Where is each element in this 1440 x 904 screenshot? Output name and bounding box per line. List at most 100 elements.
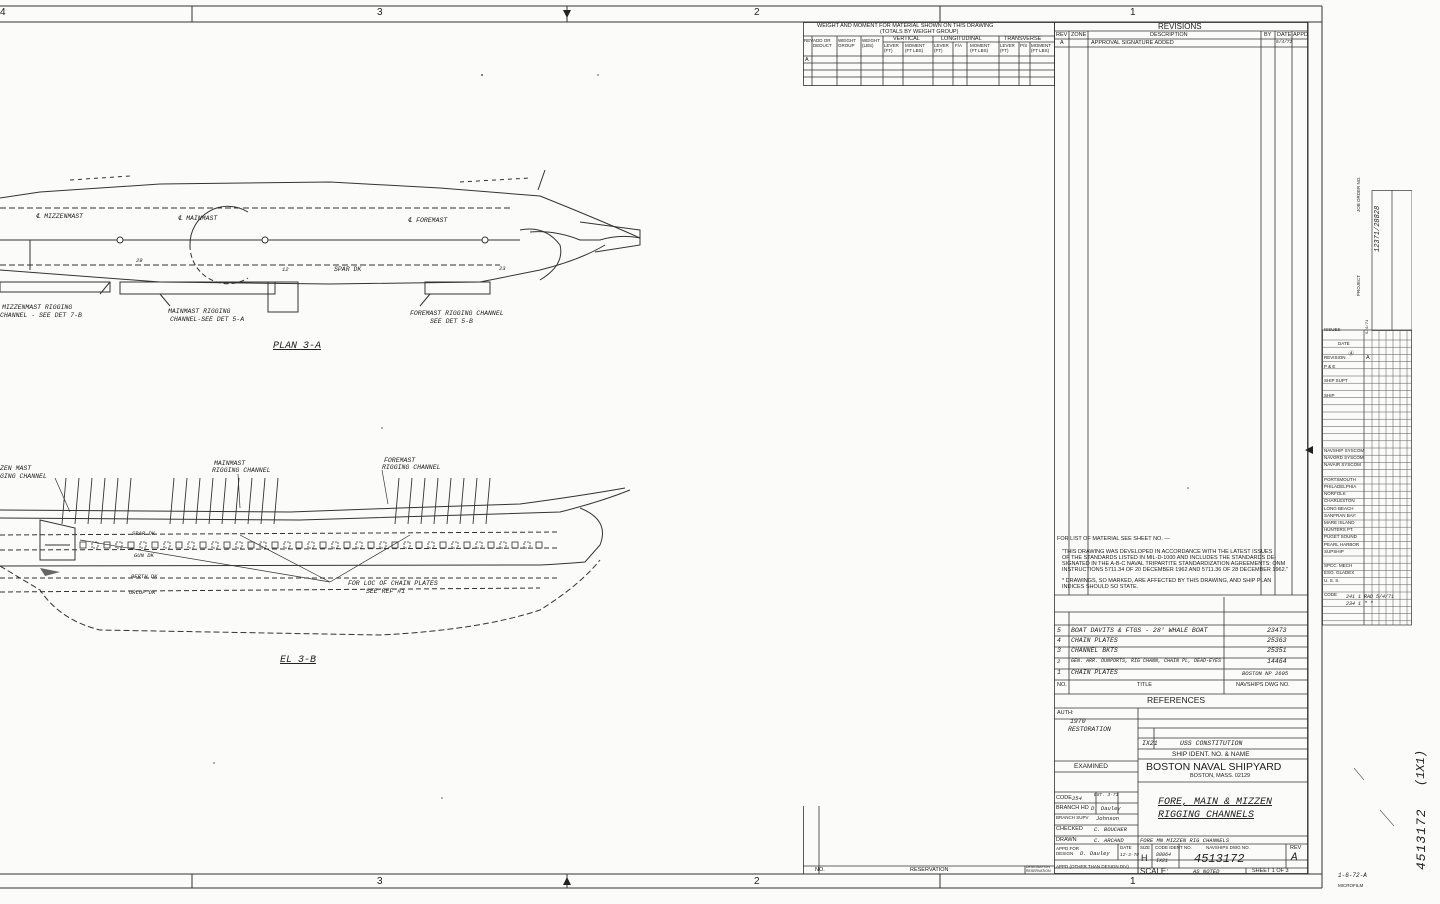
gun-port bbox=[343, 541, 351, 549]
job-order-label: JOB ORDER NO. bbox=[1356, 176, 1361, 212]
gun-port bbox=[391, 541, 399, 549]
gun-port bbox=[319, 541, 327, 549]
reference-no: 3 bbox=[1057, 647, 1061, 654]
code-ident-label: CODE IDENT NO. bbox=[1155, 845, 1192, 850]
weight-table-header: F/A bbox=[955, 43, 963, 48]
zone-label-bottom: 3 bbox=[377, 876, 383, 887]
shroud-line bbox=[126, 477, 132, 525]
gun-port bbox=[115, 541, 123, 549]
auth-value: 1970 bbox=[1070, 718, 1086, 725]
shroud-line bbox=[208, 477, 214, 525]
revision-row-rev: A bbox=[1060, 40, 1064, 46]
revisions-title: REVISIONS bbox=[1158, 22, 1202, 31]
shroud-line bbox=[433, 477, 439, 525]
distribution-ship-supt: SHIP SUPT bbox=[1324, 378, 1348, 383]
reference-title: CHANNEL BKTS bbox=[1071, 647, 1118, 654]
distribution-org-item: HUNTERS PT. bbox=[1324, 527, 1354, 533]
main-channel-callout: MAINMAST RIGGING bbox=[168, 308, 231, 315]
zone-label-bottom: 1 bbox=[1130, 876, 1136, 887]
mainmast-centerline-label: ℄ MAINMAST bbox=[178, 215, 218, 222]
shroud-line bbox=[446, 477, 452, 525]
distribution-org-item: PEARL HARBOR bbox=[1324, 541, 1360, 547]
shroud-line bbox=[459, 477, 465, 525]
gun-port bbox=[79, 541, 87, 549]
distribution-org-item: CHARLESTON bbox=[1324, 498, 1355, 504]
gun-port bbox=[523, 541, 531, 549]
references-header: TITLE bbox=[1137, 682, 1152, 688]
gun-port bbox=[355, 541, 363, 549]
shroud-line bbox=[260, 477, 266, 525]
organization-name: BOSTON NAVAL SHIPYARD bbox=[1146, 761, 1282, 773]
distribution-code-row: 241 1 RAD 5/4/71 bbox=[1346, 594, 1395, 600]
distribution-grid bbox=[1322, 190, 1412, 626]
distribution-org-item: PUGET SOUND bbox=[1324, 534, 1357, 540]
general-note-line: SIGNATED IN THE A-B-C NAVAL TRIPARTITE S… bbox=[1062, 561, 1286, 567]
estimate-label: EST. 3-71 bbox=[1094, 793, 1119, 798]
shroud-line bbox=[182, 477, 188, 525]
scale-value: AS NOTED bbox=[1193, 868, 1220, 875]
revision-row-description: APPROVAL SIGNATURE ADDED bbox=[1091, 40, 1174, 46]
reference-title: CHAIN PLATES bbox=[1071, 637, 1118, 644]
ship-name: USS CONSTITUTION bbox=[1180, 740, 1243, 747]
appd-design-signature: D. Dauley bbox=[1080, 850, 1110, 857]
gun-port bbox=[199, 541, 207, 549]
weight-table-row-rev: A bbox=[805, 57, 809, 63]
examined-label: EXAMINED bbox=[1074, 763, 1108, 770]
issues-revision-mark: Ⓐ bbox=[1348, 350, 1354, 357]
shroud-line bbox=[485, 477, 491, 525]
reference-no: 1 bbox=[1057, 669, 1061, 676]
weight-table-header: REV bbox=[804, 38, 814, 43]
zone-label-top: 2 bbox=[754, 7, 760, 18]
distribution-org-item: ESO. GLADEX bbox=[1324, 570, 1355, 576]
rev-label: REV bbox=[1290, 845, 1302, 851]
reference-title: GEN. ARR. OUNPORTS, RIG CHANN, CHAIN PL,… bbox=[1071, 658, 1222, 664]
rev-value: A bbox=[1291, 852, 1298, 864]
mizzen-channel-callout: CHANNEL - SEE DET 7-B bbox=[0, 312, 82, 319]
checked-signature: C. BOUCHER bbox=[1094, 826, 1128, 833]
auth-value: RESTORATION bbox=[1068, 726, 1111, 733]
references-header: NAVSHIPS DWG NO. bbox=[1236, 682, 1290, 688]
references-heading: REFERENCES bbox=[1147, 695, 1206, 705]
sheet-number: SHEET 1 OF 3 bbox=[1252, 868, 1289, 874]
elevation-view-title: EL 3-B bbox=[280, 655, 317, 666]
distribution-org-item: PORTSMOUTH bbox=[1324, 476, 1356, 482]
revisions-header: DESCRIPTION bbox=[1150, 32, 1188, 38]
job-order-value: 12371/28828 bbox=[1374, 205, 1382, 252]
code-ident-value: 80064 IX21 bbox=[1156, 852, 1172, 864]
project-label: PROJECT bbox=[1356, 274, 1361, 296]
mizzenmast-centerline-label: ℄ MIZZENMAST bbox=[36, 213, 84, 220]
distribution-org-item: NAVSHIP SYSCOM bbox=[1324, 448, 1365, 453]
distribution-org-item: PHILADELPHIA bbox=[1324, 484, 1357, 489]
general-note-line: INDICES SHOULD SO STATE. bbox=[1062, 584, 1139, 590]
title-code: FORE MN MIZZEN RIG CHANNELS bbox=[1140, 837, 1230, 844]
shroud-line bbox=[61, 477, 67, 525]
gun-port bbox=[307, 541, 315, 549]
issues-revision-value: A bbox=[1366, 355, 1370, 361]
organization-city: BOSTON, MASS. 02129 bbox=[1190, 773, 1251, 779]
zone-label-top: 1 bbox=[1130, 7, 1136, 18]
margin-drawing-number: 4513172 bbox=[1414, 808, 1429, 870]
branch-supv-label: BRANCH SUPV bbox=[1056, 815, 1089, 820]
margin-drawing-suffix: (1X1) bbox=[1414, 749, 1428, 786]
branch-supv-signature: Johnson bbox=[1096, 815, 1120, 822]
plan-view-drawing bbox=[0, 170, 641, 313]
gun-port bbox=[439, 541, 447, 549]
weight-table-header: MOMENT (FT LBS) bbox=[1031, 43, 1051, 53]
branch-head-label: BRANCH HD bbox=[1056, 805, 1089, 811]
gun-port bbox=[211, 541, 219, 549]
weight-table-header: LEVER (FT) bbox=[884, 43, 899, 53]
reservation-no-label: NO. bbox=[815, 867, 825, 873]
gun-port bbox=[235, 541, 243, 549]
margin-pencil-marks bbox=[1353, 767, 1395, 827]
weight-table-header: P/S bbox=[1020, 43, 1028, 48]
fore-channel-callout: FOREMAST RIGGING CHANNEL bbox=[410, 310, 504, 317]
revisions-header: ZONE bbox=[1071, 32, 1087, 38]
issues-revision-label: REVISION bbox=[1324, 355, 1346, 360]
gun-port bbox=[487, 541, 495, 549]
chain-plate-note: FOR LOC OF CHAIN PLATES bbox=[348, 580, 438, 587]
issues-date-value: 5/4/71 bbox=[1366, 319, 1370, 334]
mizzen-channel-callout: ZEN MAST bbox=[0, 465, 32, 472]
shroud-line bbox=[234, 477, 240, 525]
reference-dwg: BOSTON NP 2605 bbox=[1242, 670, 1289, 677]
